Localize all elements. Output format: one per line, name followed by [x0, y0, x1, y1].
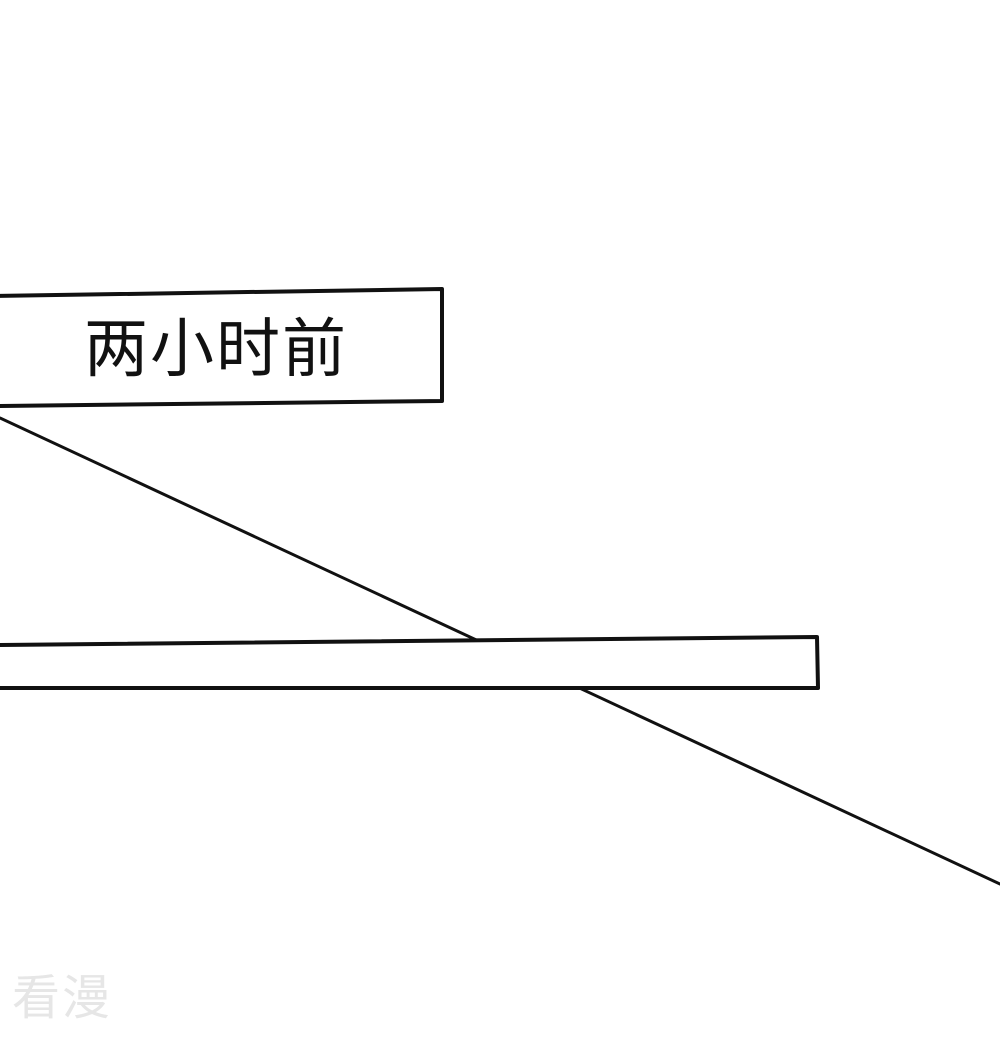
watermark-logo: 看漫 — [12, 970, 113, 1026]
caption-box — [0, 287, 444, 408]
horizontal-bar — [0, 635, 820, 690]
caption-text: 两小时前 — [84, 313, 348, 387]
